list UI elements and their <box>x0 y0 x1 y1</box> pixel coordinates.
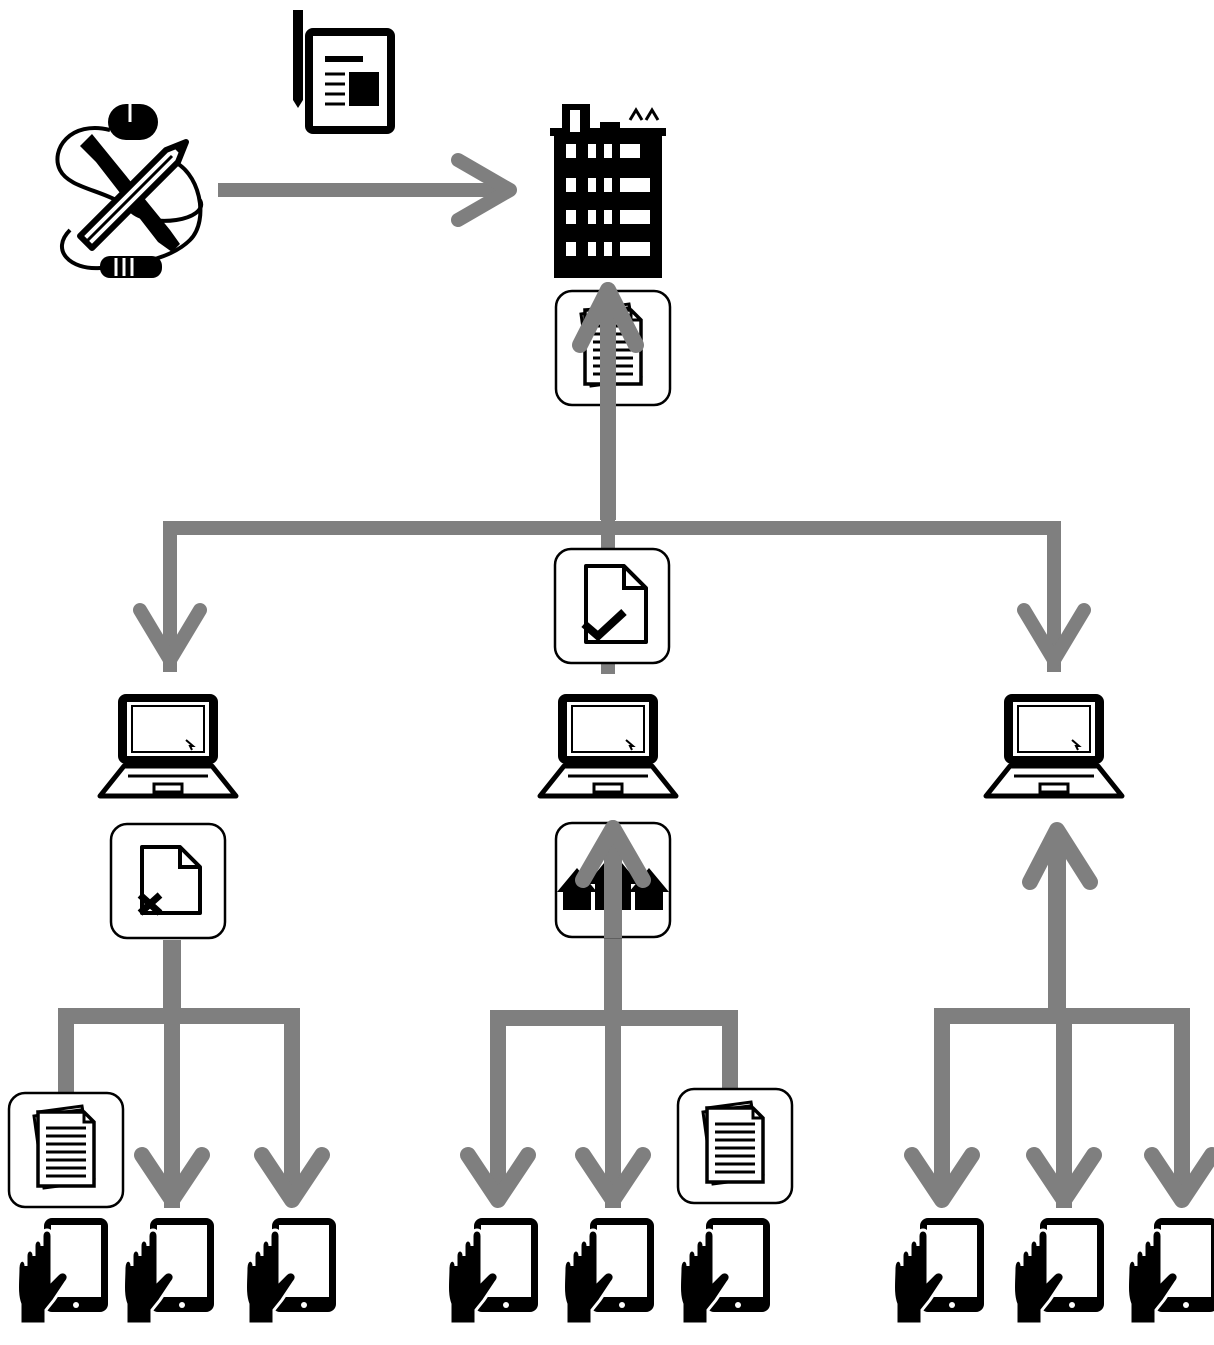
tablet-hand-icon <box>1012 1216 1106 1326</box>
tablet-hand-icon <box>446 1216 540 1326</box>
badge-approved <box>553 547 671 665</box>
tablet-hand-icon <box>678 1216 772 1326</box>
tablet-hand-icon <box>1126 1216 1214 1326</box>
laptop-icon <box>540 694 676 796</box>
arrow-design-to-office <box>218 153 517 227</box>
badge-households <box>554 820 672 939</box>
laptop-icon <box>986 694 1122 796</box>
office-building-icon <box>550 104 666 278</box>
arrow-right-tablets-to-laptop <box>904 822 1214 1208</box>
stacked-documents-icon <box>32 1104 96 1190</box>
badge-rejected <box>109 822 227 940</box>
laptop-icon <box>100 694 236 796</box>
document-x-icon <box>137 845 202 916</box>
badge-forms-center <box>676 1087 794 1205</box>
document-check-icon <box>581 564 648 644</box>
tablet-hand-icon <box>892 1216 986 1326</box>
badge-forms-up <box>554 282 672 408</box>
badge-forms-left <box>7 1091 125 1209</box>
design-tools-icon <box>55 104 204 278</box>
tablet-hand-icon <box>244 1216 338 1326</box>
tablet-hand-icon <box>562 1216 656 1326</box>
report-document-icon <box>293 10 395 134</box>
arrow-left-laptop-to-tablets <box>58 940 330 1208</box>
stacked-documents-icon <box>701 1100 765 1186</box>
tablet-hand-icon <box>16 1216 110 1326</box>
tablet-hand-icon <box>122 1216 216 1326</box>
